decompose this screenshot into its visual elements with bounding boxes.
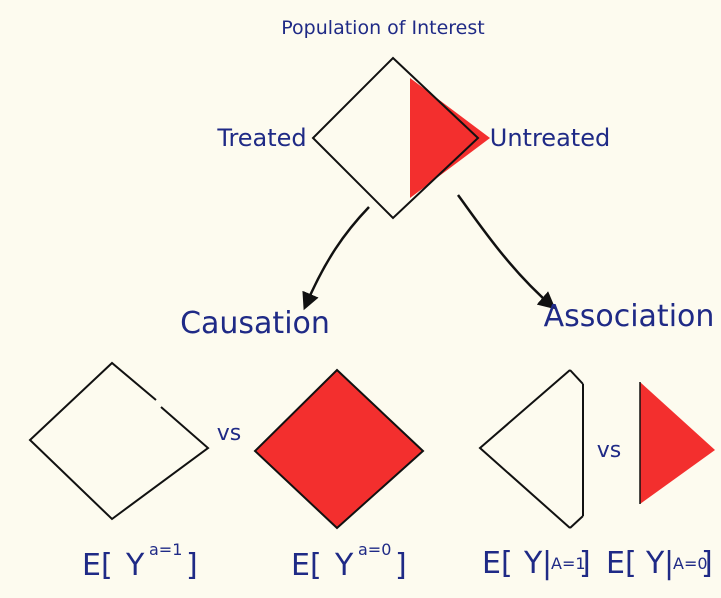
all-untreated-outline	[253, 368, 425, 530]
treated-subset-outline	[478, 369, 571, 529]
treated-label: Treated	[216, 124, 306, 152]
expr-close: ]	[701, 546, 713, 581]
expr-var: Y	[334, 548, 354, 583]
causation-vs-label: vs	[217, 421, 241, 446]
untreated-label: Untreated	[490, 124, 610, 152]
arrow-to-causation	[302, 206, 370, 311]
expr-close: ]	[579, 546, 591, 581]
all-treated-diamond	[28, 361, 210, 521]
all-untreated-diamond	[253, 368, 425, 530]
all-untreated-fill	[255, 370, 423, 528]
untreated-subset-shape	[639, 382, 715, 504]
expr-close: ]	[395, 548, 407, 583]
expr-bar: |	[664, 546, 674, 581]
treated-subset-bottom-tick	[569, 515, 584, 529]
expr-condition: A=0	[673, 554, 708, 573]
expr-superscript: a=0	[358, 540, 391, 559]
expr-superscript: a=1	[149, 540, 182, 559]
expr-open: E[	[82, 548, 113, 583]
untreated-subset-fill	[640, 382, 715, 504]
population-diamond	[311, 56, 490, 220]
untreated-half-fill	[410, 78, 490, 198]
population-title: Population of Interest	[281, 17, 484, 39]
arrow-to-association	[456, 194, 556, 310]
expectation-assoc-treated: E[ Y | A=1 ]	[482, 546, 591, 581]
treated-subset-top-tick	[569, 369, 584, 385]
expectation-assoc-untreated: E[ Y | A=0 ]	[606, 546, 713, 581]
treated-subset-shape	[478, 369, 584, 529]
all-treated-outline	[28, 361, 210, 521]
expr-open: E[	[482, 546, 513, 581]
expr-bar: |	[542, 546, 552, 581]
expr-var: Y	[125, 548, 145, 583]
causation-label: Causation	[180, 306, 330, 341]
expr-close: ]	[186, 548, 198, 583]
expr-open: E[	[606, 546, 637, 581]
association-label: Association	[544, 299, 715, 334]
expr-condition: A=1	[551, 554, 586, 573]
expectation-causal-treated: E[ Y a=1 ]	[82, 540, 198, 583]
association-vs-label: vs	[597, 438, 621, 463]
population-diamond-outline	[311, 56, 480, 220]
expr-var: Y	[645, 546, 665, 581]
expr-var: Y	[523, 546, 543, 581]
expectation-causal-untreated: E[ Y a=0 ]	[291, 540, 407, 583]
expr-open: E[	[291, 548, 322, 583]
